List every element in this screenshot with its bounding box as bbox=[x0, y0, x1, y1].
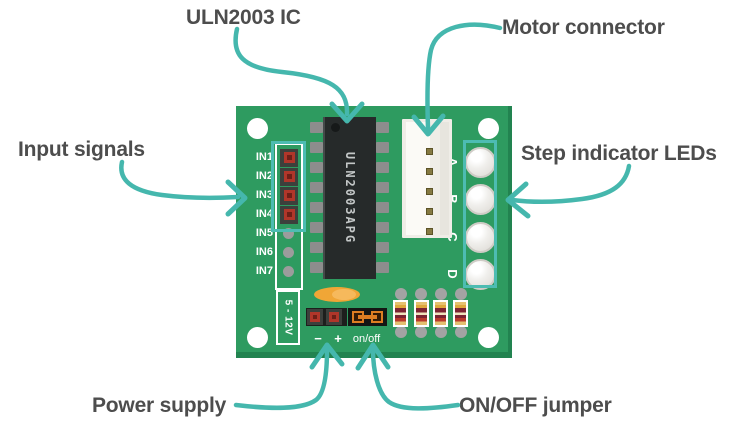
ic-pin bbox=[310, 241, 323, 253]
silk-in5: IN5 bbox=[255, 227, 273, 239]
power-pin-plus bbox=[326, 309, 342, 325]
label-step-indicator-leds: Step indicator LEDs bbox=[521, 142, 717, 165]
pad-in5 bbox=[283, 227, 294, 239]
mounting-hole-top-left bbox=[246, 117, 268, 139]
voltage-label: 5 - 12V bbox=[282, 299, 294, 336]
ic-pin bbox=[310, 181, 323, 193]
arrow-step-leds bbox=[509, 163, 632, 204]
resistor bbox=[453, 299, 468, 327]
motor-connector-pin bbox=[425, 227, 433, 235]
ic-pin bbox=[310, 221, 323, 233]
header-pin-in4 bbox=[280, 205, 298, 224]
power-header bbox=[306, 308, 347, 326]
silk-onoff: on/off bbox=[352, 333, 381, 345]
power-pin-minus bbox=[307, 309, 323, 325]
ic-pin bbox=[376, 221, 389, 233]
capacitor bbox=[314, 287, 360, 302]
input-signals-highlight-box bbox=[270, 140, 306, 232]
motor-connector-pin bbox=[425, 167, 433, 175]
ic-pin bbox=[310, 141, 323, 153]
ic-pin bbox=[310, 261, 323, 273]
ic-pin bbox=[376, 161, 389, 173]
motor-connector-pin bbox=[425, 207, 433, 215]
silk-in1: IN1 bbox=[255, 151, 273, 163]
ic-pin bbox=[376, 261, 389, 273]
arrow-input-signals bbox=[119, 159, 241, 201]
motor-connector-highlight bbox=[406, 122, 430, 235]
ic-pin bbox=[376, 141, 389, 153]
silk-in4: IN4 bbox=[255, 208, 273, 220]
pad-in7 bbox=[283, 266, 294, 277]
resistor-pad bbox=[454, 287, 467, 300]
motor-connector-shade bbox=[440, 122, 449, 235]
resistor bbox=[413, 299, 429, 327]
ic-pin bbox=[310, 121, 323, 133]
resistor bbox=[393, 299, 408, 327]
onoff-jumper-block bbox=[348, 308, 387, 326]
ic-pin bbox=[376, 181, 389, 193]
silk-in7: IN7 bbox=[255, 265, 273, 277]
label-motor-connector: Motor connector bbox=[502, 16, 665, 39]
ic-pin bbox=[310, 161, 323, 173]
resistor-pad bbox=[415, 325, 427, 338]
mounting-hole-bottom-right bbox=[477, 326, 499, 348]
header-pin-in2 bbox=[280, 167, 298, 186]
header-pin-in3 bbox=[280, 186, 298, 205]
silk-in6: IN6 bbox=[255, 246, 273, 258]
motor-connector-pin bbox=[425, 147, 433, 155]
mounting-hole-top-right bbox=[477, 117, 499, 139]
silk-in3: IN3 bbox=[255, 189, 273, 201]
pad-in6 bbox=[283, 246, 294, 258]
led-d bbox=[465, 258, 496, 290]
ic-pin bbox=[376, 121, 389, 133]
leds-highlight-box bbox=[463, 140, 497, 288]
resistor-pad bbox=[394, 287, 407, 300]
mounting-hole-bottom-left bbox=[246, 326, 268, 348]
motor-connector-pin bbox=[425, 187, 433, 195]
silk-plus: + bbox=[334, 331, 342, 346]
silk-minus: − bbox=[314, 331, 322, 346]
capacitor-highlight bbox=[332, 289, 356, 300]
ic-pin1-dot bbox=[331, 123, 340, 132]
resistor-pad bbox=[415, 287, 427, 300]
ic-pin bbox=[310, 201, 323, 213]
ic-pin bbox=[376, 241, 389, 253]
voltage-box: 5 - 12V bbox=[276, 290, 300, 345]
label-power-supply: Power supply bbox=[92, 394, 227, 417]
motor-connector bbox=[402, 119, 452, 238]
input-header-outline bbox=[274, 143, 303, 290]
resistor-pad bbox=[394, 325, 407, 338]
led-a bbox=[465, 146, 496, 178]
ic-marking: ULN2003APG bbox=[343, 151, 358, 245]
resistor-pad bbox=[434, 287, 447, 300]
label-uln2003-ic: ULN2003 IC bbox=[186, 6, 301, 29]
uln2003-ic-chip: ULN2003APG bbox=[323, 117, 376, 279]
resistor-pad bbox=[454, 325, 467, 338]
silk-in2: IN2 bbox=[255, 170, 273, 182]
pcb-board: IN1 IN2 IN3 IN4 IN5 IN6 IN7 5 - 12V ULN2… bbox=[236, 106, 512, 358]
arrow-onoff-jumper bbox=[370, 347, 461, 411]
resistor-pad bbox=[434, 325, 447, 338]
header-pin-in1 bbox=[280, 148, 298, 167]
ic-pin bbox=[376, 201, 389, 213]
jumper-cap bbox=[358, 315, 377, 319]
silk-led-d: D bbox=[445, 269, 461, 279]
arrow-uln2003-ic bbox=[233, 26, 350, 117]
label-onoff-jumper: ON/OFF jumper bbox=[459, 394, 612, 417]
label-input-signals: Input signals bbox=[18, 138, 145, 161]
arrow-power-supply bbox=[233, 347, 330, 411]
resistor bbox=[433, 299, 448, 327]
